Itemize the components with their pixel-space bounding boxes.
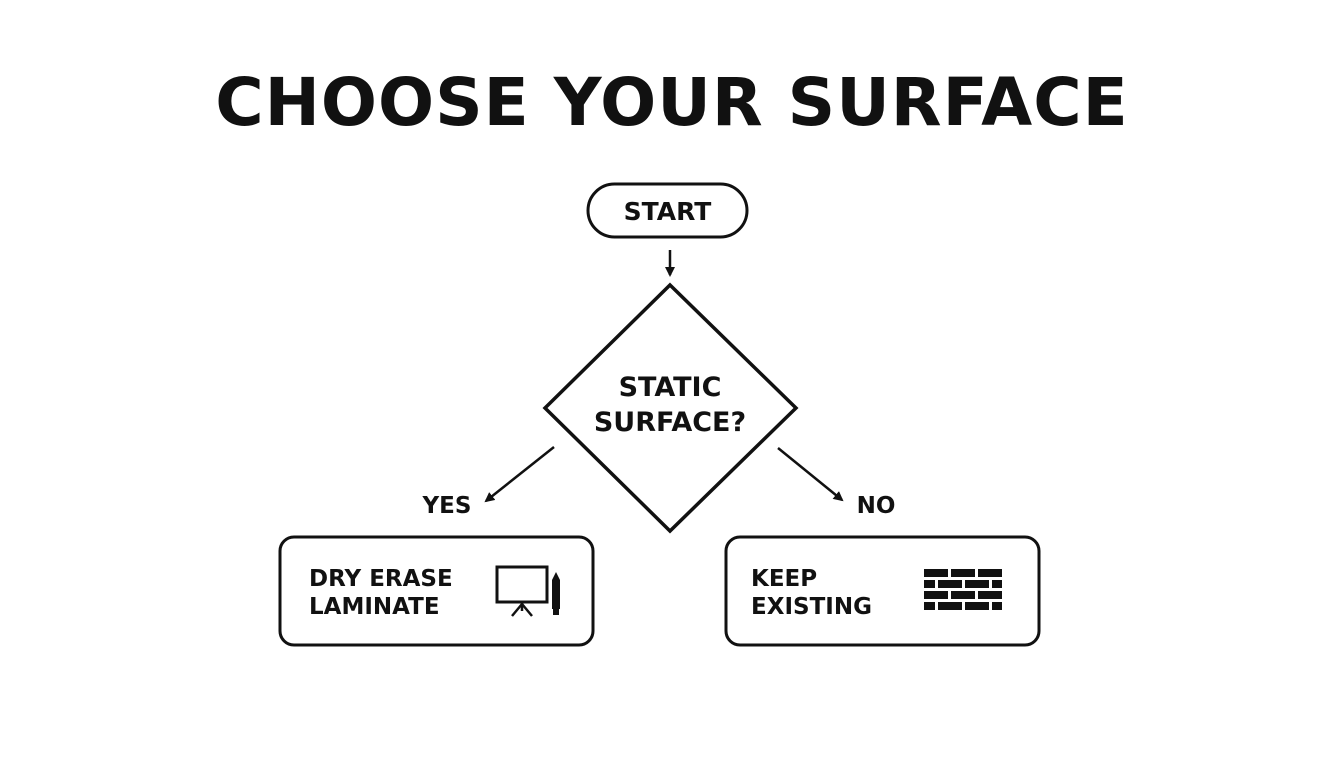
result-yes-line1: DRY ERASE: [309, 566, 453, 592]
result-no-line1: KEEP: [751, 566, 817, 592]
brick-wall-icon: [924, 569, 1002, 610]
start-label: START: [624, 197, 712, 226]
result-box-yes: DRY ERASE LAMINATE: [278, 535, 595, 647]
start-node: START: [586, 182, 749, 239]
no-label: NO: [857, 493, 896, 519]
decision-node: STATIC SURFACE?: [542, 282, 799, 534]
yes-label: YES: [422, 493, 472, 519]
arrow-yes: [484, 446, 555, 503]
decision-label-line1: STATIC: [619, 372, 722, 403]
arrow-no: [777, 447, 844, 502]
result-yes-line2: LAMINATE: [309, 594, 440, 620]
result-no-line2: EXISTING: [751, 594, 872, 620]
page-title: CHOOSE YOUR SURFACE: [215, 64, 1129, 141]
decision-label-line2: SURFACE?: [594, 407, 746, 438]
whiteboard-marker-icon: [495, 565, 560, 617]
result-box-no: KEEP EXISTING: [724, 535, 1041, 647]
